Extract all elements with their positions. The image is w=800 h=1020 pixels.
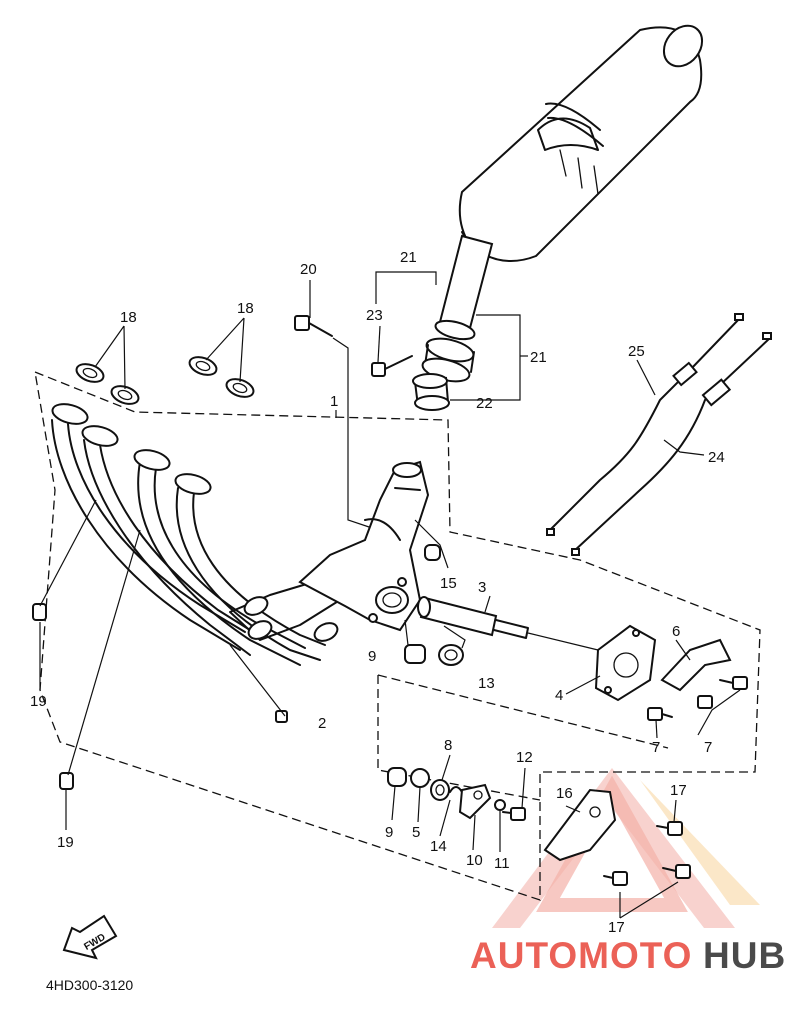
callout-20: 20 — [300, 261, 317, 278]
bolt-12 — [502, 807, 526, 821]
watermark-brand-left: AUTOMOTO — [470, 935, 692, 976]
leader-15 — [414, 519, 449, 569]
leader-19-2 — [39, 499, 286, 830]
part-code: 4HD300-3120 — [46, 977, 133, 993]
gaskets-18 — [75, 356, 255, 405]
bolt-20 — [294, 315, 373, 529]
callout-19a: 19 — [30, 693, 47, 710]
callout-2: 2 — [318, 715, 326, 732]
callout-21a: 21 — [400, 249, 417, 266]
callout-6: 6 — [672, 623, 680, 640]
throttle-cables — [546, 313, 772, 556]
callout-4: 4 — [555, 687, 563, 704]
leader-17 — [619, 881, 679, 919]
callout-16: 16 — [556, 785, 573, 802]
callout-12: 12 — [516, 749, 533, 766]
exhaust-headers — [51, 403, 341, 666]
bracket-6 — [660, 638, 732, 692]
callout-17b: 17 — [608, 919, 625, 936]
watermark-logo — [492, 768, 760, 928]
leader-7 — [697, 689, 741, 736]
callout-15: 15 — [440, 575, 457, 592]
callout-1: 1 — [330, 393, 338, 410]
callout-18a: 18 — [120, 309, 137, 326]
callout-7a: 7 — [652, 739, 660, 756]
bolts-7 — [647, 676, 748, 721]
callout-10: 10 — [466, 852, 483, 869]
watermark-brand-right: HUB — [703, 935, 786, 976]
leader-9-13 — [404, 619, 466, 649]
callout-14: 14 — [430, 838, 447, 855]
cover-16 — [543, 788, 617, 862]
bushing-9-upper — [404, 644, 426, 664]
washer-5 — [410, 768, 430, 788]
spring-14 — [449, 786, 463, 793]
callout-21b: 21 — [530, 349, 547, 366]
callout-22: 22 — [476, 395, 493, 412]
collector-body — [298, 460, 430, 632]
valve-shaft-3 — [417, 596, 599, 651]
callout-23: 23 — [366, 307, 383, 324]
bolt-23 — [371, 355, 413, 377]
callout-19b: 19 — [57, 834, 74, 851]
lever-10 — [458, 783, 492, 820]
callout-8: 8 — [444, 737, 452, 754]
callout-9b: 9 — [385, 824, 393, 841]
bolts-17 — [603, 821, 691, 886]
callout-9a: 9 — [368, 648, 376, 665]
washer-8 — [430, 779, 450, 801]
callout-24: 24 — [708, 449, 725, 466]
callout-5: 5 — [412, 824, 420, 841]
cap-15 — [424, 544, 441, 561]
washer-11 — [494, 799, 506, 811]
bolt-19-upper — [32, 603, 47, 621]
callout-13: 13 — [478, 675, 495, 692]
callout-25: 25 — [628, 343, 645, 360]
callout-17a: 17 — [670, 782, 687, 799]
leader-lines — [94, 271, 705, 852]
callout-18b: 18 — [237, 300, 254, 317]
link-pipe — [421, 234, 494, 383]
bushing-13 — [438, 644, 464, 666]
watermark-wordmark: AUTOMOTO HUB — [470, 935, 786, 976]
fwd-arrow-icon: FWD — [62, 914, 118, 960]
gasket-22 — [412, 373, 450, 411]
callout-7b: 7 — [704, 739, 712, 756]
callout-3: 3 — [478, 579, 486, 596]
callout-11: 11 — [494, 855, 510, 872]
bolt-2 — [275, 710, 288, 723]
spacer-9-lower — [387, 767, 407, 787]
muffler — [458, 24, 704, 262]
pulley-4 — [594, 624, 657, 702]
bolt-19-lower — [59, 772, 74, 790]
